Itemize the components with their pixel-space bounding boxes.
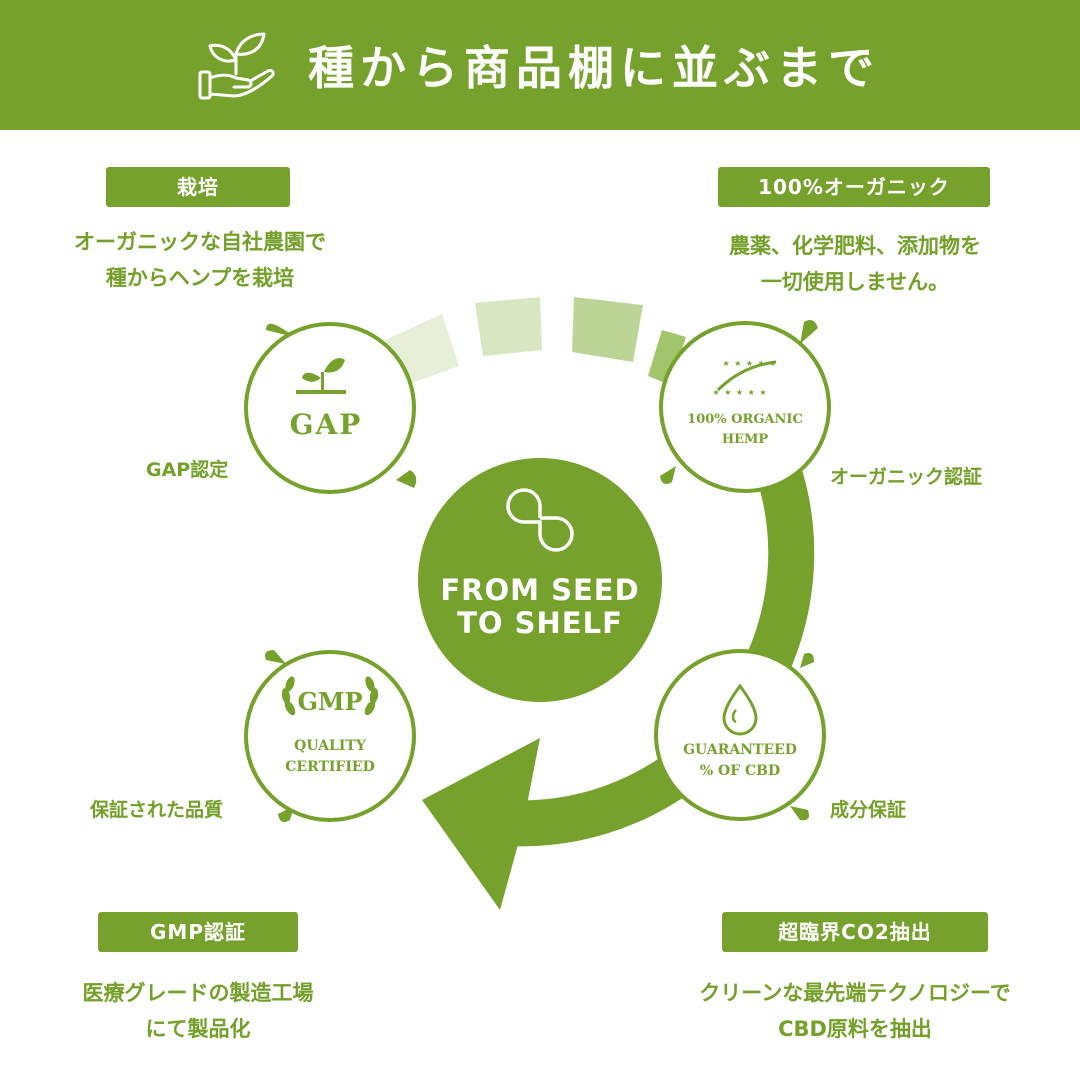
center-circle <box>418 458 662 702</box>
gmp-badge-logo: GMP <box>297 687 362 716</box>
gmp-desc-line-2: にて製品化 <box>145 1017 251 1041</box>
cbd-badge-line-2: % OF CBD <box>700 763 780 779</box>
svg-text:★ ★ ★ ★ ★: ★ ★ ★ ★ ★ <box>712 388 767 397</box>
cycle-arrow-head <box>422 738 540 910</box>
cultivation-label: 栽培 <box>106 167 290 207</box>
center-line-2: TO SHELF <box>457 606 623 640</box>
laurel-wreath-icon <box>281 676 379 716</box>
organic-badge: ★ ★ ★ ★ ★ ★ ★ ★ ★ ★ 100% ORGANIC HEMP <box>659 320 831 493</box>
gmp-badge-line-2: CERTIFIED <box>285 759 374 775</box>
cultivation-desc-line-1: オーガニックな自社農園で <box>74 230 326 254</box>
cbd-badge: GUARANTEED % OF CBD <box>654 649 826 821</box>
organic-desc-line-1: 農薬、化学肥料、添加物を <box>729 234 981 258</box>
organic-badge-line-2: HEMP <box>722 432 769 447</box>
gmp-badge: GMP QUALITY CERTIFIED <box>244 650 416 822</box>
gap-caption: GAP認定 <box>146 459 229 481</box>
gmp-desc-line-1: 医療グレードの製造工場 <box>82 981 314 1005</box>
organic-label: 100%オーガニック <box>718 167 990 207</box>
svg-text:★ ★ ★ ★ ★: ★ ★ ★ ★ ★ <box>722 359 777 368</box>
co2-desc-line-1: クリーンな最先端テクノロジーで <box>699 981 1011 1005</box>
gap-badge: GAP <box>244 322 417 494</box>
gap-badge-text: GAP <box>290 408 363 441</box>
center-line-1: FROM SEED <box>440 573 639 607</box>
eu-organic-leaf-icon: ★ ★ ★ ★ ★ ★ ★ ★ ★ ★ <box>712 359 777 397</box>
oil-drop-icon <box>722 683 758 736</box>
cycle-dash-2 <box>475 297 542 356</box>
cycle-dash-3 <box>572 297 643 362</box>
hand-sprout-icon <box>198 32 275 100</box>
sprout-icon <box>296 358 346 394</box>
page-title: 種から商品棚に並ぶまで <box>308 41 880 95</box>
organic-badge-line-1: 100% ORGANIC <box>687 412 803 427</box>
gmp-caption: 保証された品質 <box>90 799 224 821</box>
header-banner: 種から商品棚に並ぶまで <box>0 0 1080 130</box>
infinity-logo-icon <box>506 488 574 552</box>
co2-desc-line-2: CBD原料を抽出 <box>778 1017 932 1041</box>
organic-caption: オーガニック認証 <box>830 466 983 488</box>
cbd-badge-line-1: GUARANTEED <box>683 742 797 758</box>
cycle-dash-4 <box>648 330 686 385</box>
co2-label: 超臨界CO2抽出 <box>722 912 988 952</box>
cbd-caption: 成分保証 <box>830 799 907 821</box>
cultivation-desc-line-2: 種からヘンプを栽培 <box>105 266 295 290</box>
gmp-badge-line-1: QUALITY <box>294 738 367 754</box>
gmp-label: GMP認証 <box>98 912 298 952</box>
organic-desc-line-2: 一切使用しません。 <box>760 270 950 294</box>
